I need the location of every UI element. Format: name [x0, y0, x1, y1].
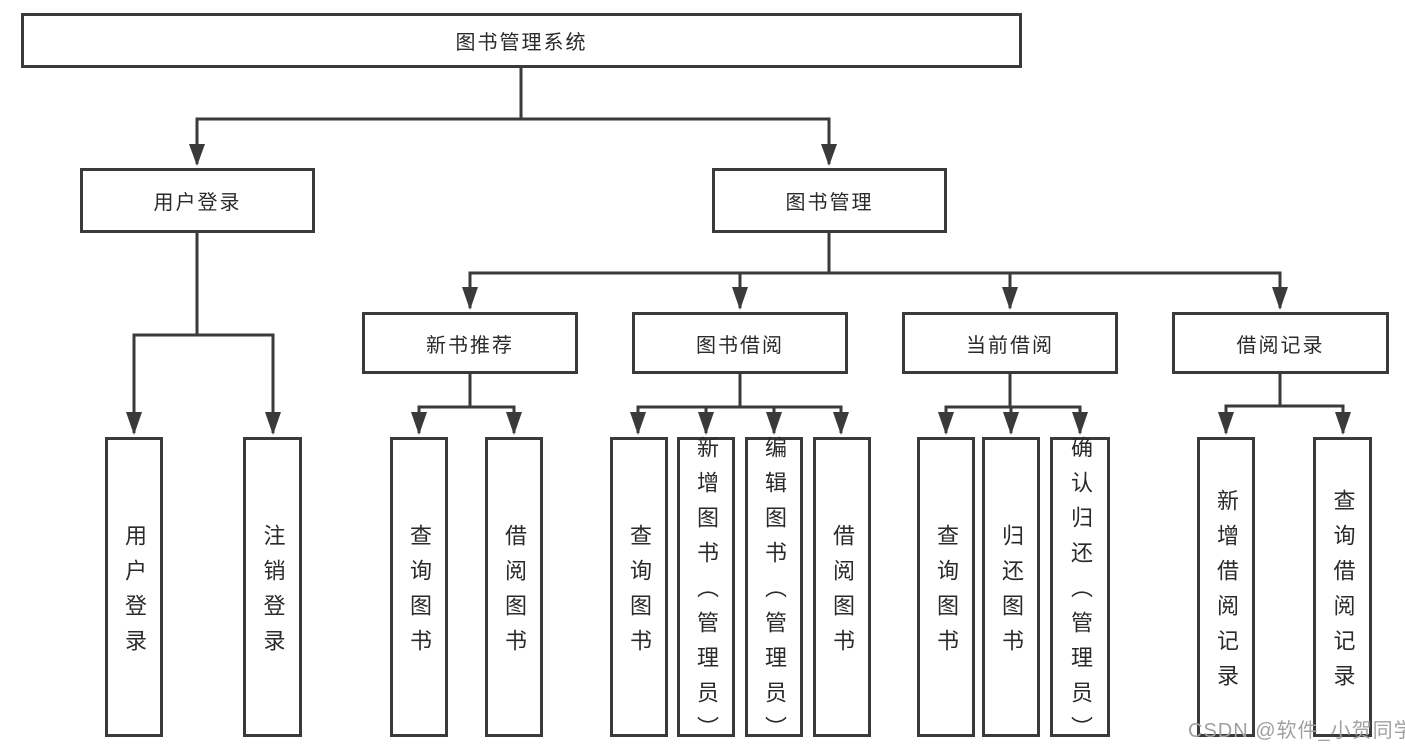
node-label: 当前借阅: [966, 334, 1054, 357]
node-library-management-system: 图书管理系统: [21, 13, 1022, 68]
node-logout-leaf: 注销登录: [243, 437, 302, 737]
node-current-borrowing: 当前借阅: [902, 312, 1118, 374]
node-new-book-recommendation: 新书推荐: [362, 312, 578, 374]
node-label: 借阅图书: [502, 523, 527, 664]
node-borrow-books-leaf: 借阅图书: [813, 437, 871, 737]
node-label: 借阅图书: [830, 523, 855, 664]
node-label: 查询图书: [934, 523, 959, 664]
node-label: 新增借阅记录: [1214, 488, 1239, 699]
node-label: 图书借阅: [696, 334, 784, 357]
node-add-borrow-record: 新增借阅记录: [1197, 437, 1255, 737]
node-borrowing-records: 借阅记录: [1172, 312, 1389, 374]
arrowheads: [126, 144, 1351, 435]
node-label: 借阅记录: [1236, 334, 1325, 357]
node-label: 用户登录: [122, 523, 147, 664]
node-edit-books-admin: 编辑图书（管理员）: [745, 436, 803, 747]
node-query-books-recommend: 查询图书: [390, 437, 448, 737]
node-user-login: 用户登录: [80, 168, 315, 233]
node-label: 查询图书: [407, 523, 432, 664]
node-book-borrowing: 图书借阅: [632, 312, 848, 374]
node-user-login-leaf: 用户登录: [105, 437, 163, 737]
node-query-books-current: 查询图书: [917, 437, 975, 737]
node-label: 归还图书: [999, 523, 1024, 664]
node-add-books-admin: 新增图书（管理员）: [677, 436, 735, 747]
node-book-management: 图书管理: [712, 168, 947, 233]
node-return-books: 归还图书: [982, 437, 1040, 737]
node-label: 查询图书: [627, 523, 652, 664]
node-label: 图书管理: [785, 192, 874, 214]
node-confirm-return-admin: 确认归还（管理员）: [1050, 436, 1110, 747]
node-label: 确认归还（管理员）: [1068, 436, 1093, 747]
node-label: 查询借阅记录: [1330, 488, 1356, 699]
node-label: 图书管理系统: [455, 32, 588, 54]
node-borrow-books-recommend: 借阅图书: [485, 437, 543, 737]
node-label: 注销登录: [260, 523, 286, 664]
node-label: 编辑图书（管理员）: [762, 436, 787, 747]
node-label: 用户登录: [153, 192, 242, 214]
node-label: 新增图书（管理员）: [694, 436, 719, 747]
node-query-borrow-record: 查询借阅记录: [1313, 437, 1372, 737]
node-query-books-borrowing: 查询图书: [610, 437, 668, 737]
csdn-watermark: CSDN @软件_小贺同学: [1188, 720, 1405, 742]
node-label: 新书推荐: [426, 334, 514, 357]
